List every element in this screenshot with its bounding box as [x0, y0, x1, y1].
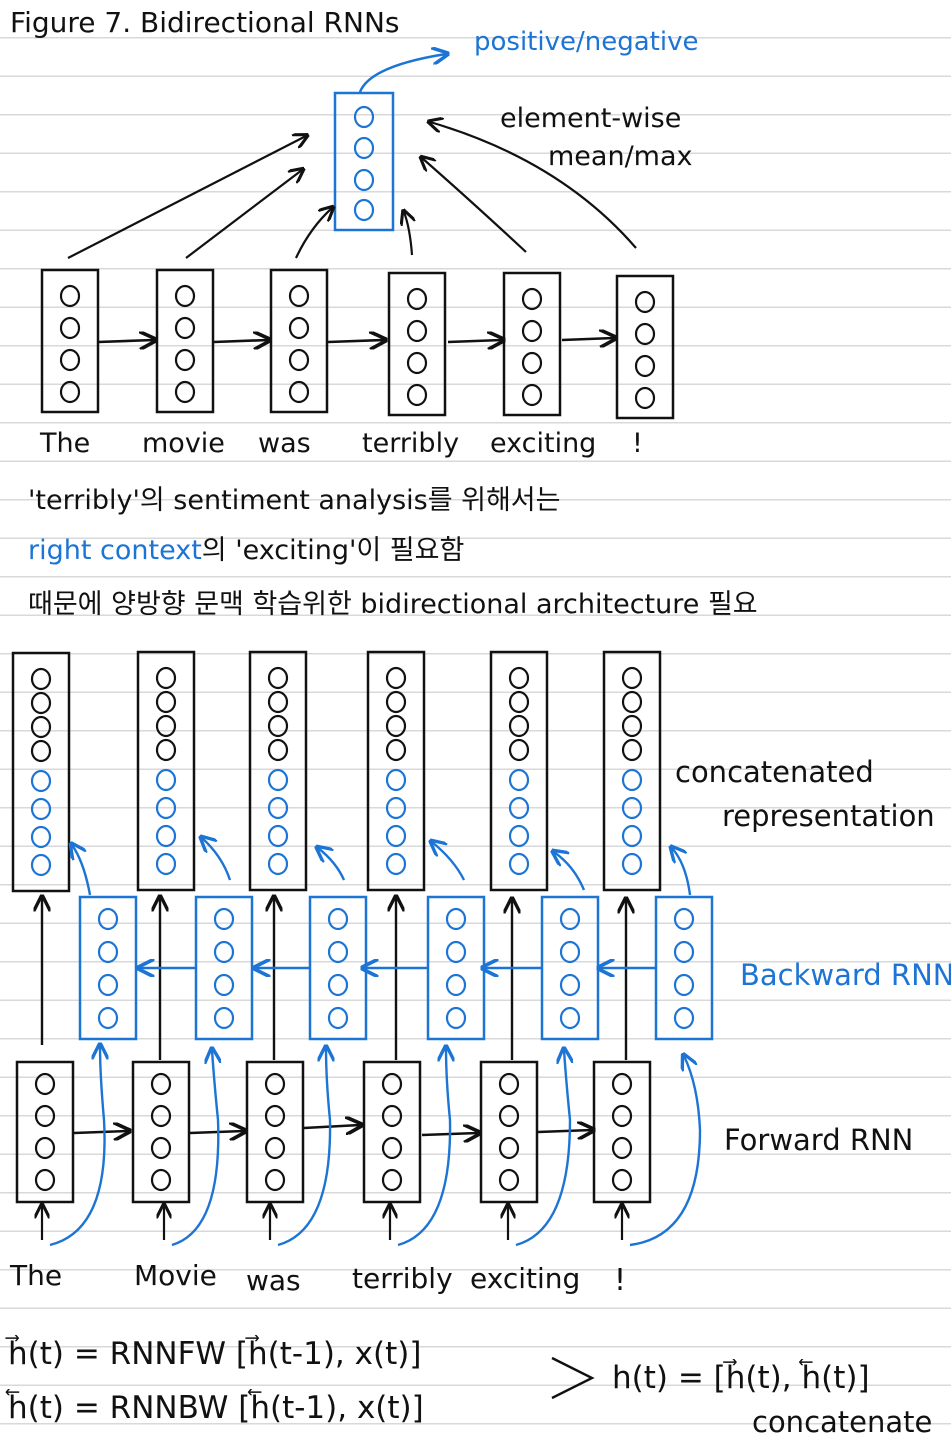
top-cell-3 — [269, 268, 329, 414]
bottom-word-1: The — [9, 1259, 62, 1292]
backward-cell-2 — [194, 895, 254, 1041]
top-rnn-cells — [40, 268, 675, 420]
backward-cell-6 — [654, 895, 714, 1041]
backward-cell-4 — [426, 895, 486, 1041]
pooling-label-line2: mean/max — [548, 141, 693, 172]
top-cell-6 — [615, 274, 675, 420]
combine-brace — [551, 1356, 595, 1400]
top-cell-4 — [387, 271, 447, 417]
top-cell-5 — [502, 271, 562, 417]
output-arrow — [358, 54, 446, 93]
top-cell-1 — [40, 268, 100, 414]
forward-rnn-label: Forward RNN — [724, 1123, 913, 1157]
top-word-1: The — [39, 428, 90, 459]
input-to-backward-arrows — [49, 1046, 702, 1247]
bottom-word-6: ! — [614, 1263, 626, 1298]
backward-to-concat-arrows — [72, 838, 692, 896]
note-line-2: right context의 'exciting'이 필요함 — [28, 528, 464, 567]
concat-cell-1 — [11, 651, 71, 893]
concat-cell-5 — [489, 650, 549, 892]
forward-cell-5 — [479, 1060, 539, 1204]
backward-cell-1 — [78, 895, 138, 1041]
top-word-2: movie — [142, 428, 225, 459]
pooling-label-line1: element-wise — [500, 103, 681, 134]
top-word-5: exciting — [490, 428, 596, 459]
forward-cell-2 — [131, 1060, 191, 1204]
note-line-1: 'terribly'의 sentiment analysis를 위해서는 — [28, 485, 561, 516]
pooling-arrows — [67, 122, 637, 259]
bottom-word-2: Movie — [134, 1259, 217, 1292]
bottom-word-4: terribly — [352, 1262, 453, 1295]
pooled-vector — [333, 91, 395, 232]
top-word-6: ! — [632, 428, 643, 459]
concat-label-line2: representation — [722, 799, 935, 833]
forward-recurrent-arrows — [73, 1125, 592, 1135]
equation-backward: h⃖(t) = RNNBW [h⃖(t-1), x(t)] — [5, 1388, 424, 1426]
note-line-2-rest: 의 'exciting'이 필요함 — [201, 535, 465, 566]
concat-cell-2 — [136, 650, 196, 892]
concat-label-line1: concatenated — [675, 755, 874, 789]
backward-cell-5 — [540, 895, 600, 1041]
note-line-3: 때문에 양방향 문맥 학습위한 bidirectional architectu… — [28, 589, 758, 620]
forward-to-concat-arrows — [42, 898, 626, 1060]
concat-cell-3 — [248, 650, 308, 892]
top-recurrent-arrows — [97, 338, 614, 342]
bottom-word-3: was — [246, 1264, 301, 1297]
equation-forward: h⃗(t) = RNNFW [h⃗(t-1), x(t)] — [5, 1334, 421, 1372]
forward-cell-1 — [15, 1060, 75, 1204]
concatenate-note: concatenate — [752, 1405, 932, 1439]
concat-cell-4 — [366, 650, 426, 892]
top-word-4: terribly — [362, 428, 459, 459]
forward-cell-3 — [245, 1060, 305, 1204]
top-word-3: was — [258, 428, 311, 459]
bottom-word-5: exciting — [470, 1262, 580, 1295]
forward-cell-4 — [362, 1060, 422, 1204]
backward-rnn-label: Backward RNN — [740, 958, 951, 992]
equation-combined: h(t) = [h⃗(t), h⃖(t)] — [612, 1358, 870, 1396]
concatenated-cells — [11, 650, 662, 893]
concat-cell-6 — [602, 650, 662, 892]
forward-cell-6 — [592, 1060, 652, 1204]
output-label: positive/negative — [474, 27, 698, 57]
top-cell-2 — [155, 268, 215, 414]
input-arrows — [42, 1206, 622, 1240]
figure-title: Figure 7. Bidirectional RNNs — [10, 6, 399, 39]
note-right-context: right context — [28, 535, 202, 566]
backward-cell-3 — [308, 895, 368, 1041]
